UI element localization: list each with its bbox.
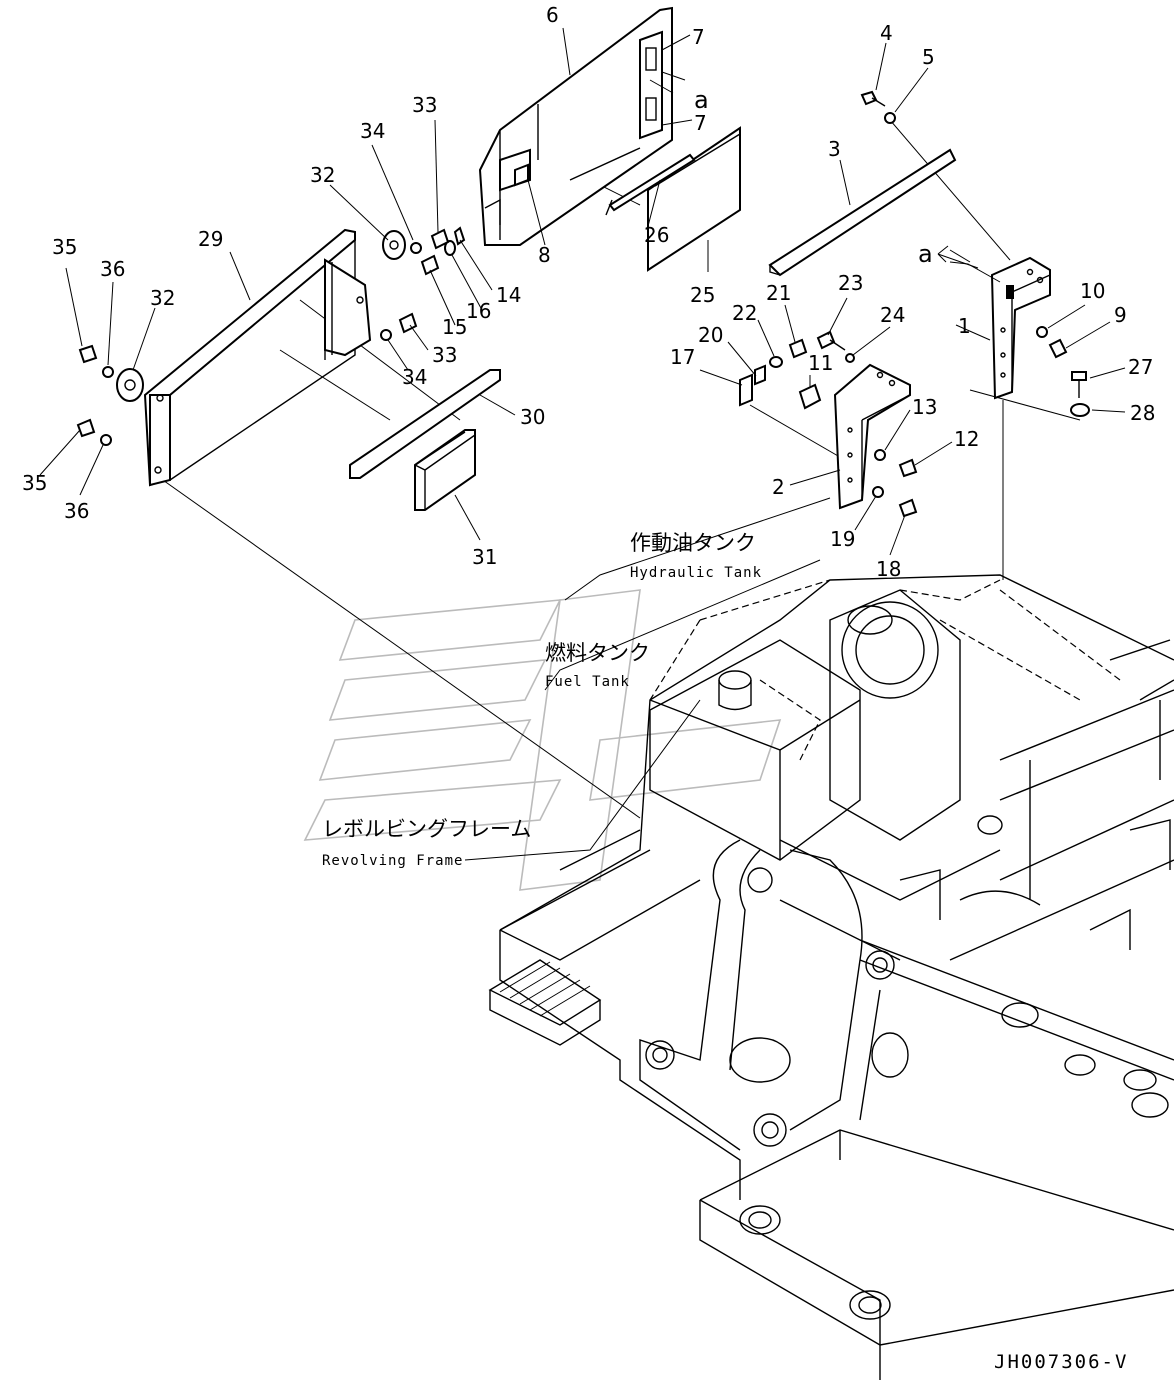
callout-36a: 36 xyxy=(100,257,125,281)
hydraulic-tank-label-en: Hydraulic Tank xyxy=(630,565,762,581)
callout-22: 22 xyxy=(732,301,757,325)
callout-7b: 7 xyxy=(694,111,707,135)
callout-12: 12 xyxy=(954,427,979,451)
callout-17: 17 xyxy=(670,345,695,369)
side-cover-29 xyxy=(143,228,372,487)
callout-7a: 7 xyxy=(692,25,705,49)
bracket-2 xyxy=(833,363,911,510)
callout-1: 1 xyxy=(958,314,971,338)
foam-block-31 xyxy=(414,429,476,511)
callout-6: 6 xyxy=(546,3,559,27)
callout-33b: 33 xyxy=(432,343,457,367)
callout-5: 5 xyxy=(922,45,935,69)
callout-29: 29 xyxy=(198,227,223,251)
seal-26 xyxy=(605,153,696,216)
watermark-logo xyxy=(303,589,782,891)
callout-23: 23 xyxy=(838,271,863,295)
callout-26: 26 xyxy=(644,223,669,247)
fuel-tank-label-jp: 燃料タンク xyxy=(545,641,650,665)
callout-20: 20 xyxy=(698,323,723,347)
sound-pad-25 xyxy=(647,126,741,272)
callout-18: 18 xyxy=(876,557,901,581)
callout-4: 4 xyxy=(880,21,893,45)
callout-16: 16 xyxy=(466,299,491,323)
callout-25: 25 xyxy=(690,283,715,307)
assembly-labels: 作動油タンク Hydraulic Tank 燃料タンク Fuel Tank レボ… xyxy=(322,531,762,869)
callout-numbers: 1 2 3 4 5 6 7 7 8 9 10 11 12 13 14 15 16… xyxy=(22,3,1155,581)
door-panel-6 xyxy=(478,6,673,246)
callout-32b: 32 xyxy=(150,286,175,310)
revolving-frame-drawing xyxy=(488,574,1174,1380)
drawing-code: JH007306-V xyxy=(994,1351,1128,1373)
view-a-markers: a a xyxy=(694,86,979,269)
fuel-tank-label-en: Fuel Tank xyxy=(545,674,630,690)
callout-30: 30 xyxy=(520,405,545,429)
callout-31: 31 xyxy=(472,545,497,569)
bracket-1 xyxy=(990,256,1051,400)
callout-3: 3 xyxy=(828,137,841,161)
callout-2: 2 xyxy=(772,475,785,499)
callout-35a: 35 xyxy=(52,235,77,259)
callout-10: 10 xyxy=(1080,279,1105,303)
callout-13: 13 xyxy=(912,395,937,419)
view-a-label-top: a xyxy=(694,86,709,114)
callout-27: 27 xyxy=(1128,355,1153,379)
callout-35b: 35 xyxy=(22,471,47,495)
callout-leaders xyxy=(39,27,1126,556)
callout-24: 24 xyxy=(880,303,905,327)
callout-34b: 34 xyxy=(402,365,427,389)
view-a-label-right: a xyxy=(918,240,933,268)
revolving-frame-label-en: Revolving Frame xyxy=(322,853,463,869)
callout-32a: 32 xyxy=(310,163,335,187)
stay-3 xyxy=(768,148,957,277)
callout-21: 21 xyxy=(766,281,791,305)
revolving-frame-label-jp: レボルビングフレーム xyxy=(322,817,531,841)
callout-33a: 33 xyxy=(412,93,437,117)
assembly-leader-lines xyxy=(159,119,1081,861)
view-a-arrow xyxy=(937,245,979,269)
callout-11: 11 xyxy=(808,351,833,375)
callout-34a: 34 xyxy=(360,119,385,143)
callout-8: 8 xyxy=(538,243,551,267)
callout-36b: 36 xyxy=(64,499,89,523)
callout-15: 15 xyxy=(442,315,467,339)
callout-19: 19 xyxy=(830,527,855,551)
callout-28: 28 xyxy=(1130,401,1155,425)
hydraulic-tank-label-jp: 作動油タンク xyxy=(630,531,756,555)
callout-14: 14 xyxy=(496,283,521,307)
callout-9: 9 xyxy=(1114,303,1127,327)
rubber-strip-30 xyxy=(349,369,501,479)
fasteners xyxy=(76,90,1090,518)
